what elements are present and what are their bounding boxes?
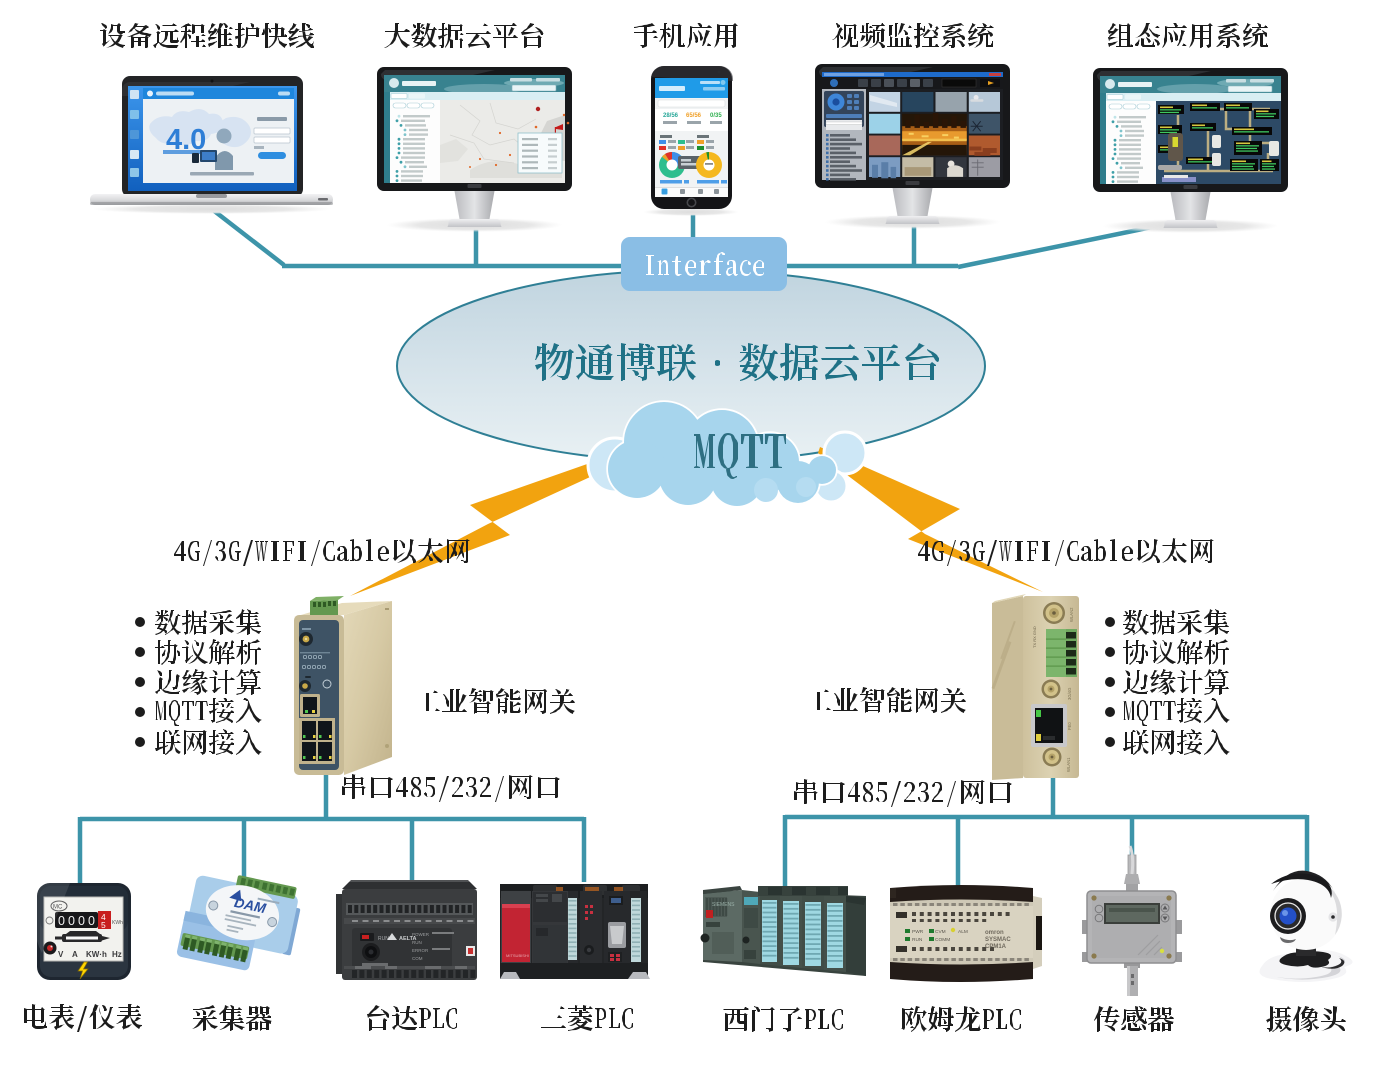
svg-text:TX RX GND: TX RX GND	[1032, 626, 1037, 648]
svg-text:Hz: Hz	[112, 950, 122, 959]
svg-text:WLAN1: WLAN1	[1066, 757, 1071, 772]
svg-text:RUN: RUN	[912, 937, 923, 943]
svg-text:0: 0	[78, 914, 85, 928]
svg-text:0: 0	[58, 914, 65, 928]
svg-text:PWR: PWR	[912, 929, 924, 935]
svg-text:5: 5	[101, 920, 106, 930]
svg-text:A: A	[72, 950, 78, 959]
svg-text:3G/4G: 3G/4G	[1067, 688, 1072, 700]
svg-text:FE0: FE0	[1067, 722, 1072, 730]
svg-text:AELTA: AELTA	[399, 936, 417, 942]
svg-text:RUN: RUN	[412, 940, 422, 945]
svg-text:POWER: POWER	[412, 932, 430, 937]
svg-text:0: 0	[68, 914, 75, 928]
svg-text:KWh: KWh	[112, 920, 123, 926]
svg-text:28/56: 28/56	[663, 113, 679, 119]
svg-text:RUN: RUN	[378, 936, 389, 942]
svg-text:65/56: 65/56	[686, 113, 702, 119]
svg-text:0/35: 0/35	[710, 113, 722, 119]
svg-text:V: V	[58, 950, 64, 959]
svg-text:SYSMAC: SYSMAC	[985, 937, 1011, 943]
svg-text:ERROR: ERROR	[412, 948, 429, 953]
svg-text:MITSUBISHI: MITSUBISHI	[506, 953, 529, 958]
svg-text:KW·h: KW·h	[86, 950, 107, 959]
svg-text:MC: MC	[53, 905, 63, 911]
svg-text:SIEMENS: SIEMENS	[712, 902, 735, 908]
svg-text:WLAN2: WLAN2	[1069, 607, 1074, 622]
svg-text:COMM: COMM	[935, 937, 950, 943]
svg-text:4: 4	[101, 912, 106, 922]
svg-text:0: 0	[88, 914, 95, 928]
svg-text:ALM: ALM	[958, 929, 968, 935]
svg-text:CVM: CVM	[935, 929, 946, 935]
svg-text:omron: omron	[985, 930, 1004, 936]
svg-text:CPM1A: CPM1A	[985, 944, 1007, 950]
svg-text:COM: COM	[412, 956, 423, 961]
